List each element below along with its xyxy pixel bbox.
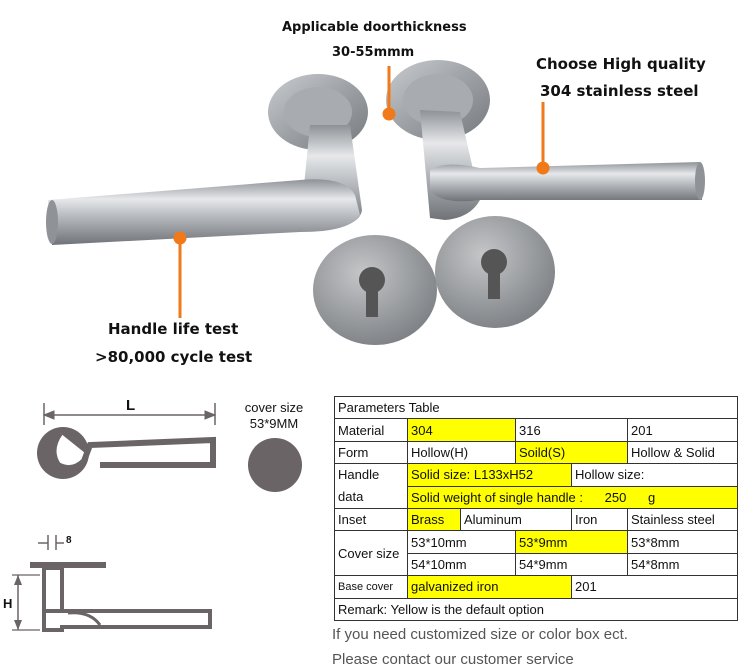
handle-label-line2: data	[338, 489, 364, 505]
cover-disc-drawing	[248, 438, 302, 492]
callout-lines	[173, 66, 550, 318]
row-label-form: Form	[334, 440, 408, 465]
solid-weight-label: Solid weight of single handle :	[411, 489, 584, 505]
table-row: 54*10mm 54*9mm 54*8mm	[335, 552, 738, 577]
form-option: Hollow & Solid	[627, 440, 738, 465]
base-cover-option: 201	[571, 575, 738, 599]
thickness-label: 8	[66, 535, 72, 546]
cover-size-value: 53*9MM	[249, 416, 299, 431]
solid-size-cell: Solid size: L133xH52	[407, 463, 572, 487]
row-label-handle-data: Handle data	[334, 463, 408, 509]
parameters-table: Parameters Table Material 304 316 201 Fo…	[334, 395, 738, 622]
table-row: Solid weight of single handle : 250 g	[335, 485, 738, 509]
solid-weight-unit: g	[647, 489, 656, 505]
inset-option: Iron	[571, 507, 628, 532]
row-label-base-cover: Base cover	[334, 575, 408, 599]
customize-note: If you need customized size or color box…	[332, 626, 628, 643]
material-option: 201	[627, 418, 738, 442]
row-label-material: Material	[334, 418, 408, 442]
top-view-drawing	[37, 403, 217, 479]
table-row: Material 304 316 201	[334, 418, 738, 442]
door-thickness-title: Applicable doorthickness	[282, 20, 467, 35]
right-handle	[420, 110, 705, 220]
length-label: L	[126, 397, 136, 414]
hollow-size-cell: Hollow size:	[571, 463, 738, 487]
table-row: Inset Brass Aluminum Iron Stainless stee…	[334, 507, 738, 532]
quality-title: Choose High quality	[536, 55, 706, 73]
cover-size-caption: cover size 53*9MM	[238, 400, 310, 432]
inset-option: Stainless steel	[627, 507, 738, 532]
form-option: Hollow(H)	[407, 440, 516, 465]
side-view-drawing	[12, 535, 212, 632]
inset-option: Aluminum	[460, 507, 572, 532]
cover-size-option: 54*8mm	[627, 552, 738, 577]
product-photo	[46, 60, 705, 345]
form-option: Soild(S)	[515, 440, 628, 465]
cover-size-option: 54*9mm	[515, 552, 628, 577]
cover-size-title: cover size	[244, 400, 304, 415]
door-thickness-value: 30-55mmm	[332, 45, 415, 60]
cover-size-option: 54*10mm	[407, 552, 516, 577]
life-test-value: >80,000 cycle test	[95, 348, 253, 366]
row-label-inset: Inset	[334, 507, 408, 532]
cover-size-option: 53*10mm	[407, 530, 516, 554]
table-title: Parameters Table	[334, 395, 738, 420]
left-handle	[46, 125, 362, 245]
right-escutcheon	[435, 216, 555, 328]
table-row: Cover size 53*10mm 53*9mm 53*8mm	[334, 530, 738, 577]
table-row: Parameters Table	[334, 395, 738, 420]
material-option: 316	[515, 418, 628, 442]
cover-size-option: 53*8mm	[627, 530, 738, 554]
life-test-title: Handle life test	[108, 320, 239, 338]
left-escutcheon	[313, 235, 437, 345]
solid-weight-value: 250	[604, 489, 627, 505]
quality-value: 304 stainless steel	[540, 82, 699, 100]
base-cover-option: galvanized iron	[407, 575, 572, 599]
table-row: Base cover galvanized iron 201	[334, 575, 738, 599]
table-row: Handle data Solid size: L133xH52 Hollow …	[334, 463, 738, 509]
contact-note: Please contact our customer service	[332, 651, 574, 668]
height-label: H	[3, 596, 13, 611]
cover-size-option: 53*9mm	[515, 530, 628, 554]
row-label-cover-size: Cover size	[334, 530, 408, 577]
dimension-drawings	[12, 403, 302, 632]
remark-cell: Remark: Yellow is the default option	[334, 597, 738, 622]
solid-weight-cell: Solid weight of single handle : 250 g	[407, 485, 738, 509]
inset-option: Brass	[407, 507, 461, 532]
handle-label-line1: Handle	[338, 467, 380, 483]
table-row: Form Hollow(H) Soild(S) Hollow & Solid	[334, 440, 738, 465]
material-option: 304	[407, 418, 516, 442]
table-row: Remark: Yellow is the default option	[334, 597, 738, 622]
